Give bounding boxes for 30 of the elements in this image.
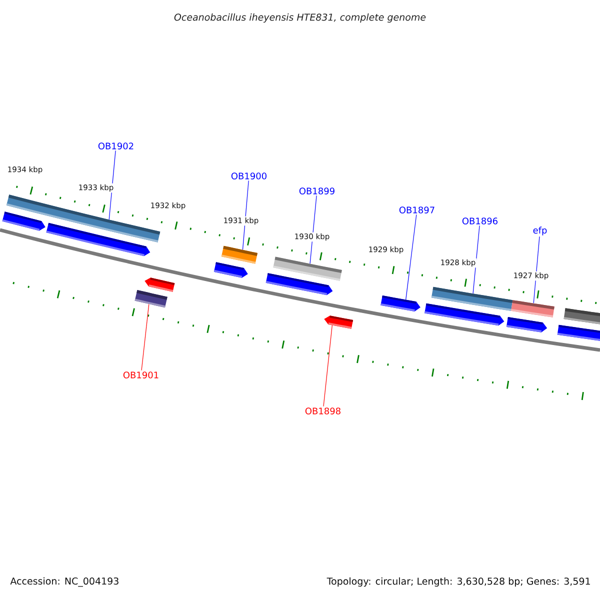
- leader-line: [323, 325, 332, 407]
- gene-bar: [221, 246, 258, 264]
- gene-block: [2, 212, 46, 231]
- gene-block: [324, 316, 354, 329]
- gene-label: OB1902: [98, 142, 134, 150]
- leader-line: [242, 180, 249, 250]
- gene-bar: [511, 300, 554, 318]
- gene-label: OB1900: [231, 172, 266, 180]
- gene-bar: [564, 308, 600, 325]
- gene-bar: [134, 290, 168, 308]
- footer-text: Accession: NC_004193: [9, 576, 120, 588]
- gene-label: OB1901: [123, 372, 158, 378]
- gene-block: [46, 222, 150, 256]
- gene-label: OB1898: [305, 408, 340, 414]
- gene-label: OB1897: [399, 206, 434, 214]
- footer-text: Topology: circular; Length: 3,630,528 bp; Genes: 3,591: [326, 576, 592, 588]
- title: Oceanobacillus iheyensis HTE831, complete genome: [174, 13, 426, 23]
- gene-block: [214, 262, 248, 278]
- leader-line: [406, 214, 417, 300]
- gene-block: [380, 296, 420, 312]
- gene-label: OB1899: [299, 188, 334, 194]
- leader-line: [108, 150, 116, 220]
- gene-block: [557, 324, 600, 342]
- gene-label: OB1896: [462, 218, 498, 224]
- gene-bar: [273, 256, 342, 281]
- gene-bar: [431, 286, 513, 311]
- gene-label: efp: [533, 226, 547, 236]
- gene-block: [144, 278, 175, 292]
- leader-line: [141, 304, 150, 371]
- gene-block: [506, 317, 548, 332]
